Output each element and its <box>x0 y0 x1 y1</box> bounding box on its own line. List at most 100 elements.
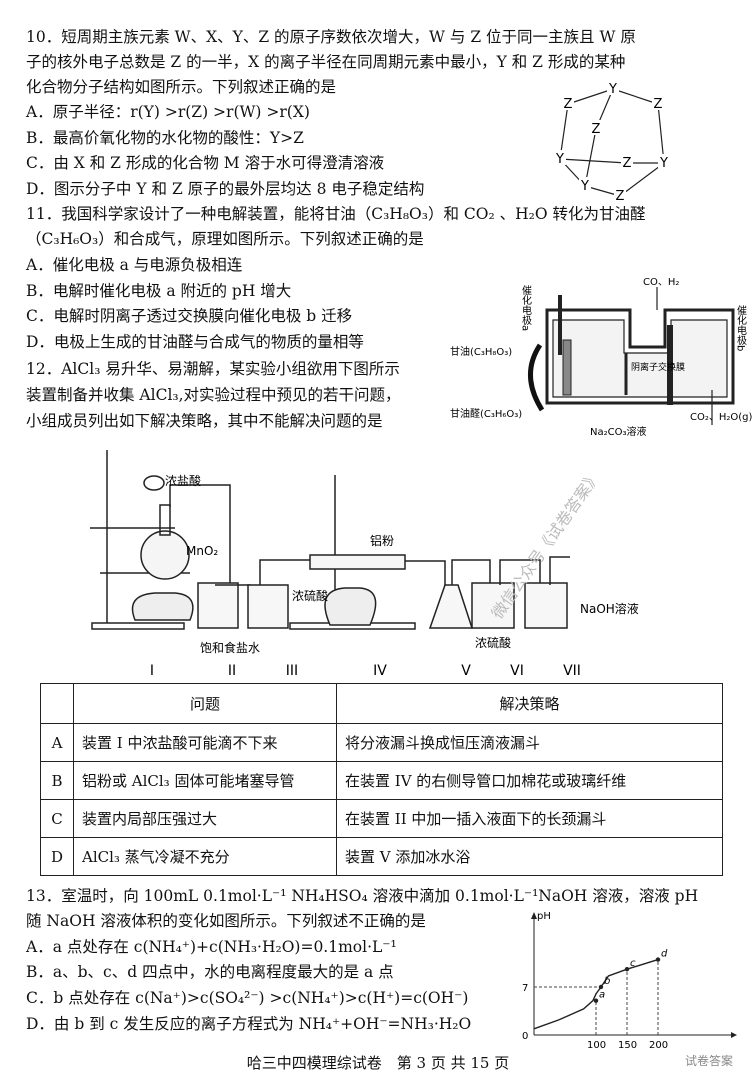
q10-option-b: B．最高价氧化物的水化物的酸性：Y>Z <box>26 129 304 147</box>
ph-chart: pH 0 100 150 200 7 ab c d 试卷答案 <box>522 911 737 1068</box>
page-footer: 哈三中四模理综试卷 第 3 页 共 15 页 <box>246 1054 510 1072</box>
q12-stem-line-3: 小组成员列出如下解决策略，其中不能解决问题的是 <box>26 412 383 430</box>
origin-label: 0 <box>522 1031 528 1042</box>
x-tick-label: 150 <box>618 1040 637 1051</box>
y-axis-label: pH <box>537 911 551 922</box>
bond-line <box>559 103 569 160</box>
point-label: a <box>599 990 605 1001</box>
gas-out-label: CO、H₂ <box>643 277 679 288</box>
apparatus-numeral: V <box>461 663 471 679</box>
al-powder-label: 铝粉 <box>370 533 394 548</box>
glyceraldehyde-label: 甘油醛(C₃H₆O₃) <box>450 407 522 420</box>
electrode-a <box>562 339 572 396</box>
x-tick-label: 200 <box>649 1040 668 1051</box>
atom-label: Z <box>654 97 663 112</box>
apparatus-numeral: VI <box>510 663 524 679</box>
row-strategy: 将分液漏斗换成恒压滴液漏斗 <box>336 723 723 762</box>
row-key: A <box>40 723 74 762</box>
point-a <box>593 998 599 1003</box>
bond-line <box>657 103 665 164</box>
bond-line <box>584 128 597 187</box>
q11-option-b: B．电解时催化电极 a 附近的 pH 增大 <box>26 282 292 300</box>
electrolysis-figure: 催化电极a 催化电极b CO、H₂ 甘油(C₃H₈O₃) 甘油醛(C₃H₆O₃)… <box>450 277 753 438</box>
watermark-logo: 试卷答案 <box>685 1053 733 1068</box>
apparatus-numeral: II <box>228 663 236 679</box>
solution-label: Na₂CO₃溶液 <box>590 425 646 438</box>
header-problem: 问题 <box>73 683 337 724</box>
row-problem: 装置内局部压强过大 <box>73 799 337 838</box>
q11-option-c: C．电解时阴离子透过交换膜向催化电极 b 迁移 <box>26 307 353 325</box>
apparatus-figure: 浓盐酸 MnO₂ 饱和食盐水 浓硫酸 铝粉 浓硫酸 NaOH溶液 微信公众号《试… <box>90 450 639 679</box>
row-strategy: 在装置 II 中加一插入液面下的长颈漏斗 <box>336 799 723 838</box>
electrode-b <box>667 325 673 405</box>
naoh-label: NaOH溶液 <box>580 601 639 616</box>
row-problem: AlCl₃ 蒸气冷凝不充分 <box>73 837 337 876</box>
membrane-label: 阴离子交换膜 <box>631 361 685 373</box>
atom-label: Z <box>623 156 632 171</box>
table-header-row: 问题 解决策略 <box>40 683 723 724</box>
q13-option-c: C．b 点处存在 c(Na⁺)>c(SO₄²⁻) >c(NH₄⁺)>c(H⁺)=… <box>26 989 469 1007</box>
conc-hcl-label: 浓盐酸 <box>165 473 201 488</box>
row-strategy: 在装置 IV 的右侧导管口加棉花或玻璃纤维 <box>336 761 723 800</box>
electrode-b-label: 催化电极b <box>735 304 747 352</box>
atom-label: Y <box>555 152 564 167</box>
q11-option-d: D．电极上生成的甘油醛与合成气的物质的量相等 <box>26 333 364 351</box>
q11-stem-line-2: （C₃H₆O₃）和合成气，原理如图所示。下列叙述正确的是 <box>26 230 424 248</box>
point-label: b <box>604 976 610 987</box>
point-b <box>598 984 604 990</box>
gas-in-label: CO₂、H₂O(g) <box>690 412 753 423</box>
point-label: c <box>630 958 636 969</box>
q13-stem-line-2: 随 NaOH 溶液体积的变化如图所示。下列叙述不正确的是 <box>26 912 426 930</box>
row-problem: 铝粉或 AlCl₃ 固体可能堵塞导管 <box>73 761 337 800</box>
conc-h2so4-label-1: 浓硫酸 <box>292 588 328 603</box>
q13-option-b: B．a、b、c、d 四点中，水的电离程度最大的是 a 点 <box>26 963 394 981</box>
bond-line <box>567 88 614 105</box>
q10-option-d: D．图示分子中 Y 和 Z 原子的最外层均达 8 电子稳定结构 <box>26 180 425 198</box>
electrode-a-label: 催化电极a <box>520 284 532 331</box>
x-tick-label: 100 <box>587 1040 606 1051</box>
glycerol-label: 甘油(C₃H₈O₃) <box>450 345 512 358</box>
q10-stem-line-2: 子的核外电子总数是 Z 的一半，X 的离子半径在同周期元素中最小，Y 和 Z 形… <box>26 53 626 71</box>
q12-stem-line-1: 12．AlCl₃ 易升华、易潮解，某实验小组欲用下图所示 <box>26 360 400 378</box>
bond-line <box>619 162 665 197</box>
row-strategy: 装置 V 添加冰水浴 <box>336 837 723 876</box>
atom-label: Y <box>580 179 589 194</box>
row-key: C <box>40 799 74 838</box>
mno2-label: MnO₂ <box>186 544 218 558</box>
apparatus-numeral: VII <box>563 663 581 679</box>
q13-option-a: A．a 点处存在 c(NH₄⁺)+c(NH₃·H₂O)=0.1mol·L⁻¹ <box>26 938 397 956</box>
q13-stem-line-1: 13．室温时，向 100mL 0.1mol·L⁻¹ NH₄HSO₄ 溶液中滴加 … <box>26 887 699 905</box>
y-tick-label: 7 <box>522 983 528 994</box>
q10-stem-line-3: 化合物分子结构如图所示。下列叙述正确的是 <box>26 78 337 96</box>
point-d <box>655 957 661 962</box>
q10-option-a: A．原子半径：r(Y) >r(Z) >r(W) >r(X) <box>26 103 310 121</box>
q11-option-a: A．催化电极 a 与电源负极相连 <box>26 256 243 274</box>
atom-label: Y <box>608 82 617 97</box>
row-key: D <box>40 837 74 876</box>
q13-option-d: D．由 b 到 c 发生反应的离子方程式为 NH₄⁺+OH⁻=NH₃·H₂O <box>26 1015 472 1033</box>
header-strategy: 解决策略 <box>336 683 723 724</box>
apparatus-numeral: IV <box>373 663 387 679</box>
ph-curve <box>533 958 659 1030</box>
bond-line <box>612 88 659 105</box>
conc-h2so4-label-2: 浓硫酸 <box>475 635 511 650</box>
q11-stem-line-1: 11．我国科学家设计了一种电解装置，能将甘油（C₃H₈O₃）和 CO₂ 、H₂O… <box>26 205 646 223</box>
atom-label: Y <box>659 156 668 171</box>
point-label: d <box>661 949 668 960</box>
row-problem: 装置 I 中浓盐酸可能滴不下来 <box>73 723 337 762</box>
apparatus-numeral: III <box>286 663 298 679</box>
row-key: B <box>40 761 74 800</box>
apparatus-numeral: I <box>150 663 154 679</box>
atom-label: Z <box>592 122 601 137</box>
q12-stem-line-2: 装置制备并收集 AlCl₃,对实验过程中预见的若干问题， <box>26 386 401 404</box>
header-blank <box>40 683 74 724</box>
brine-label: 饱和食盐水 <box>200 640 260 655</box>
q10-stem-line-1: 10．短周期主族元素 W、X、Y、Z 的原子序数依次增大，W 与 Z 位于同一主… <box>26 28 636 46</box>
atom-label: Z <box>564 97 573 112</box>
